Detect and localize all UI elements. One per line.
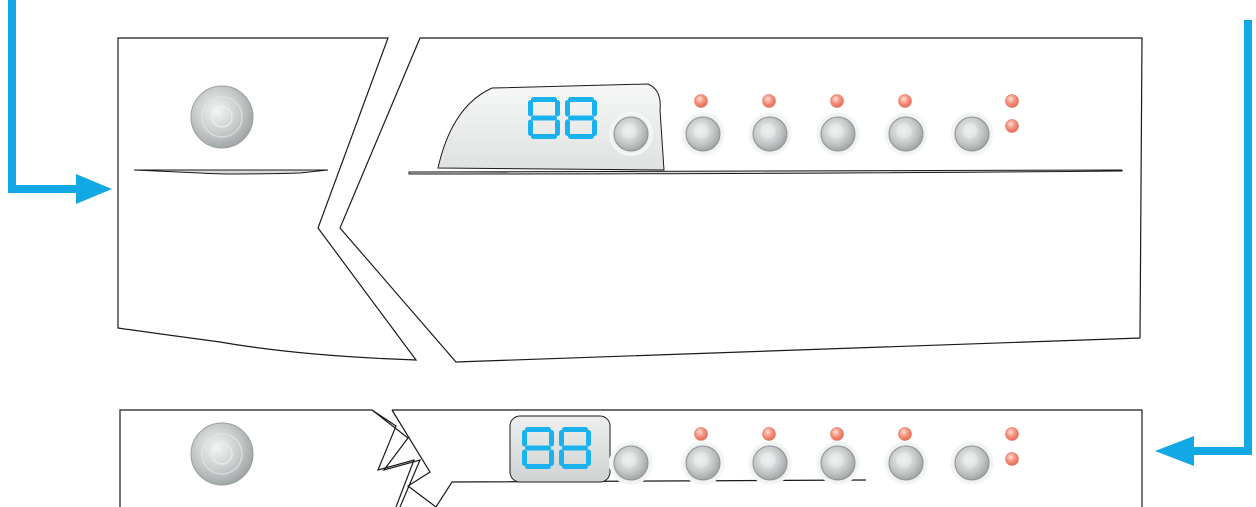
round-button-icon[interactable] — [190, 85, 254, 149]
top-indicator-lights — [694, 94, 1019, 133]
round-button-icon[interactable] — [748, 441, 792, 485]
indicator-light-icon — [830, 94, 844, 108]
indicator-light-icon — [1005, 119, 1019, 133]
display-segment — [531, 115, 557, 121]
indicator-light-icon — [1005, 94, 1019, 108]
round-button-icon[interactable] — [748, 112, 792, 156]
round-button-icon[interactable] — [884, 112, 928, 156]
display-segment — [525, 445, 551, 451]
display-segment — [565, 100, 570, 117]
display-segment — [562, 464, 588, 469]
round-button-icon[interactable] — [816, 112, 860, 156]
display-segment — [562, 427, 588, 432]
display-bezel — [509, 415, 611, 483]
display-segment — [525, 427, 551, 432]
display-segment — [549, 449, 554, 466]
round-button-icon[interactable] — [816, 441, 860, 485]
indicator-light-icon — [694, 427, 708, 441]
bottom-button-row — [609, 441, 994, 485]
display-segment — [592, 119, 597, 136]
display-segment — [559, 430, 564, 447]
display-segment — [549, 430, 554, 447]
bottom-panel-left-piece — [119, 409, 415, 507]
display-segment — [586, 449, 591, 466]
display-segment — [555, 119, 560, 136]
display-segment — [522, 449, 527, 466]
indicator-light-icon — [1005, 452, 1019, 466]
indicator-light-icon — [1005, 427, 1019, 441]
display-pod — [437, 83, 665, 171]
display-segment — [555, 100, 560, 117]
display-segment — [586, 430, 591, 447]
segment-display-bottom — [522, 427, 591, 469]
round-button-icon[interactable] — [681, 112, 725, 156]
round-button-icon[interactable] — [609, 441, 653, 485]
indicator-light-icon — [898, 94, 912, 108]
zigzag-break-icon — [371, 409, 422, 507]
round-button-icon[interactable] — [681, 441, 725, 485]
top-button-row — [609, 112, 994, 156]
round-button-icon[interactable] — [609, 112, 653, 156]
display-segment — [528, 119, 533, 136]
round-button-icon[interactable] — [884, 441, 928, 485]
arrow-right-icon — [8, 0, 112, 204]
display-segment — [568, 134, 594, 139]
top-panel-right-piece — [339, 37, 1143, 363]
segment-display-top — [528, 97, 597, 139]
display-segment — [525, 464, 551, 469]
display-segment — [522, 430, 527, 447]
display-segment — [531, 134, 557, 139]
arrow-left-icon — [1155, 20, 1252, 466]
display-segment — [531, 97, 557, 102]
round-button-icon[interactable] — [950, 112, 994, 156]
indicator-light-icon — [762, 427, 776, 441]
indicator-light-icon — [762, 94, 776, 108]
display-segment — [565, 119, 570, 136]
top-left-shelf-line — [133, 169, 329, 175]
round-button-icon[interactable] — [190, 422, 254, 486]
round-button-icon[interactable] — [950, 441, 994, 485]
indicator-light-icon — [694, 94, 708, 108]
display-segment — [562, 445, 588, 451]
indicator-light-icon — [898, 427, 912, 441]
display-segment — [568, 97, 594, 102]
display-segment — [592, 100, 597, 117]
indicator-light-icon — [830, 427, 844, 441]
display-segment — [559, 449, 564, 466]
top-right-shelf-line — [408, 169, 1123, 175]
display-segment — [528, 100, 533, 117]
bottom-indicator-lights — [694, 427, 1019, 466]
display-segment — [568, 115, 594, 121]
